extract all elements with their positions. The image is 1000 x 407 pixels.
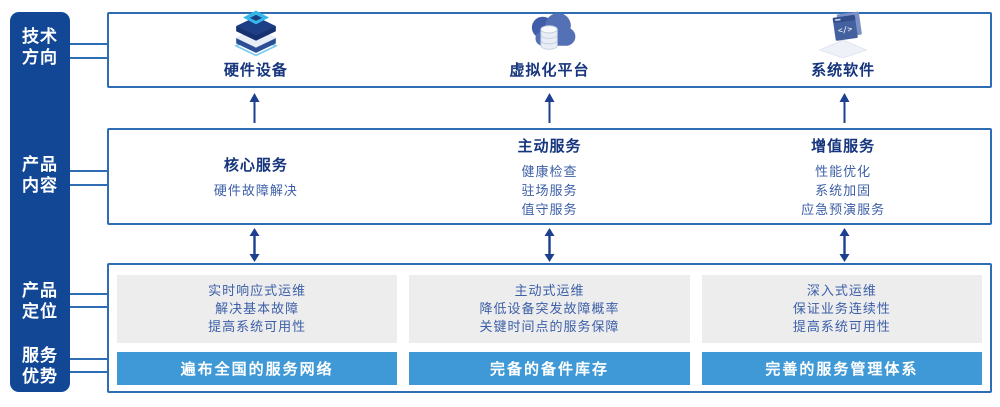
- rail-label-line: 产品: [22, 155, 58, 174]
- left-rail: 技术 方向 产品 内容 产品 定位 服务 优势: [10, 12, 70, 392]
- service-item: 健康检查: [521, 163, 578, 179]
- connector-line: [70, 43, 107, 45]
- service-column-title: 主动服务: [517, 137, 582, 155]
- positioning-panel: 实时响应式运维 解决基本故障 提高系统可用性: [117, 275, 398, 343]
- tech-item-hardware: 硬件设备: [109, 10, 403, 86]
- up-arrow-icon: [249, 93, 260, 123]
- service-item: 值守服务: [521, 201, 578, 217]
- rail-label-line: 优势: [22, 367, 58, 386]
- positioning-point: 提高系统可用性: [792, 319, 891, 334]
- positioning-point: 解决基本故障: [215, 301, 300, 316]
- rail-label-line: 内容: [22, 176, 58, 195]
- rail-label-line: 定位: [22, 302, 58, 321]
- code-window-icon: </>: [814, 9, 872, 58]
- advantage-bar: 遍布全国的服务网络: [117, 352, 398, 385]
- positioning-point: 保证业务连续性: [792, 301, 891, 316]
- service-item: 系统加固: [815, 182, 872, 198]
- positioning-point: 主动式运维: [514, 283, 585, 298]
- connector-line: [70, 306, 107, 308]
- rail-label-line: 服务: [22, 346, 58, 365]
- service-item: 硬件故障解决: [213, 182, 298, 198]
- svg-text:</>: </>: [837, 24, 853, 35]
- connector-line: [70, 358, 107, 360]
- tech-item-label: 系统软件: [811, 62, 876, 79]
- advantage-bar: 完备的备件库存: [409, 352, 690, 385]
- positioning-point: 实时响应式运维: [208, 283, 307, 298]
- positioning-point: 提高系统可用性: [208, 319, 307, 334]
- tech-item-label: 硬件设备: [223, 62, 288, 79]
- positioning-panel: 深入式运维 保证业务连续性 提高系统可用性: [701, 275, 982, 343]
- up-arrow-icon: [839, 93, 850, 123]
- server-stack-icon: [227, 9, 285, 57]
- service-column-title: 增值服务: [811, 137, 876, 155]
- double-arrow-icon: [544, 228, 555, 262]
- service-item: 性能优化: [815, 163, 872, 179]
- tech-item-label: 虚拟化平台: [509, 62, 590, 79]
- tech-direction-box: 硬件设备 虚拟化平台: [107, 10, 992, 88]
- service-column-value-added: 增值服务 性能优化 系统加固 应急预演服务: [696, 130, 990, 223]
- rail-label-service-advantage: 服务 优势: [10, 345, 70, 387]
- rail-label-product-positioning: 产品 定位: [10, 280, 70, 322]
- product-positioning-box: 实时响应式运维 解决基本故障 提高系统可用性 遍布全国的服务网络 主动式运维 降…: [107, 263, 992, 393]
- advantage-bar: 完善的服务管理体系: [701, 352, 982, 385]
- connector-line: [70, 170, 107, 172]
- positioning-column-realtime: 实时响应式运维 解决基本故障 提高系统可用性 遍布全国的服务网络: [117, 275, 398, 385]
- positioning-column-indepth: 深入式运维 保证业务连续性 提高系统可用性 完善的服务管理体系: [701, 275, 982, 385]
- rail-label-line: 技术: [22, 27, 58, 46]
- rail-label-product-content: 产品 内容: [10, 154, 70, 196]
- connector-line: [70, 184, 107, 186]
- service-column-proactive: 主动服务 健康检查 驻场服务 值守服务: [403, 130, 697, 223]
- product-content-box: 核心服务 硬件故障解决 主动服务 健康检查 驻场服务 值守服务 增值服务 性能优…: [107, 128, 992, 225]
- positioning-panel: 主动式运维 降低设备突发故障概率 关键时间点的服务保障: [409, 275, 690, 343]
- double-arrow-icon: [839, 228, 850, 262]
- service-item: 驻场服务: [521, 182, 578, 198]
- rail-label-line: 方向: [22, 48, 58, 67]
- service-column-core: 核心服务 硬件故障解决: [109, 130, 403, 223]
- positioning-point: 关键时间点的服务保障: [479, 319, 620, 334]
- rail-label-line: 产品: [22, 281, 58, 300]
- rail-label-tech-direction: 技术 方向: [10, 26, 70, 68]
- connector-line: [70, 57, 107, 59]
- up-arrow-icon: [544, 93, 555, 123]
- positioning-point: 深入式运维: [806, 283, 877, 298]
- cloud-database-icon: [521, 9, 579, 57]
- positioning-point: 降低设备突发故障概率: [479, 301, 620, 316]
- connector-line: [70, 293, 107, 295]
- tech-item-virtualization: 虚拟化平台: [403, 13, 697, 86]
- double-arrow-icon: [249, 228, 260, 262]
- service-column-title: 核心服务: [223, 156, 288, 174]
- tech-item-software: </> 系统软件: [696, 11, 990, 86]
- connector-line: [70, 371, 107, 373]
- service-item: 应急预演服务: [801, 201, 886, 217]
- positioning-column-proactive: 主动式运维 降低设备突发故障概率 关键时间点的服务保障 完备的备件库存: [409, 275, 690, 385]
